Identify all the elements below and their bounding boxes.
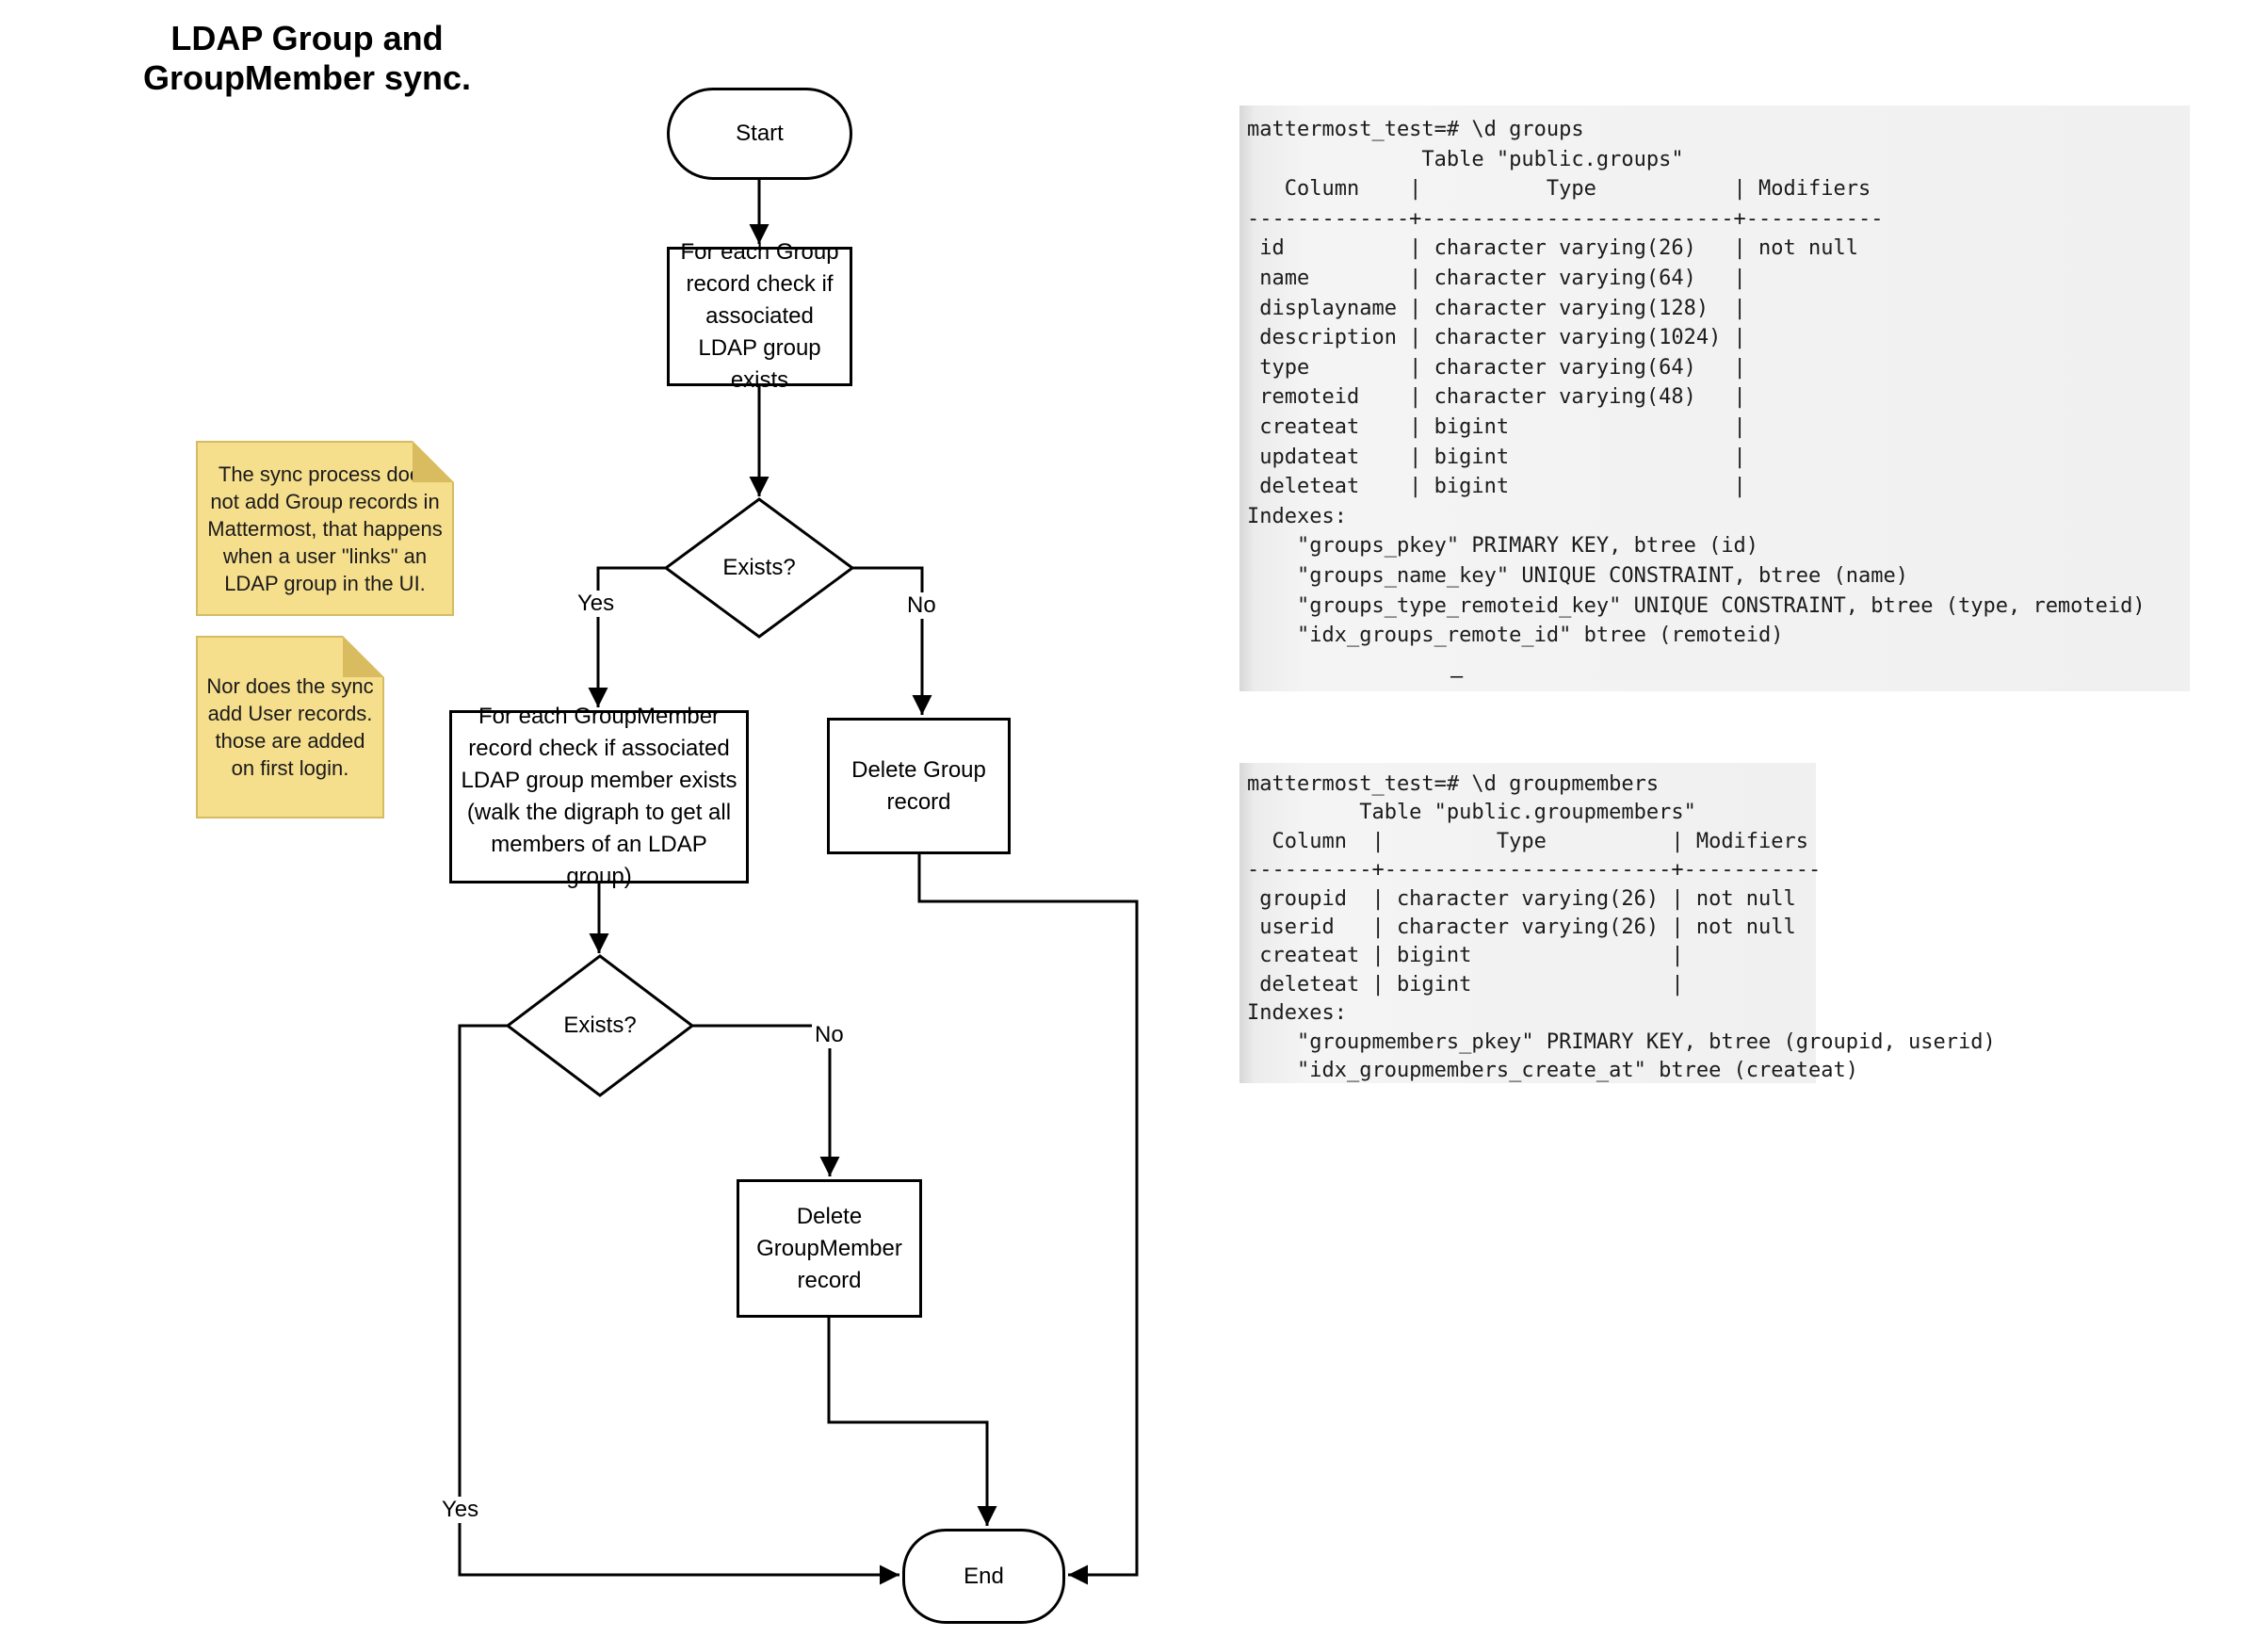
sticky-note-text: Nor does the sync add User records. thos… <box>206 674 374 780</box>
stray-dash-mark: – <box>1450 665 1464 689</box>
edge-label-yes1: Yes <box>575 591 618 617</box>
end-node: End <box>902 1529 1065 1624</box>
edge-exists2-no-to-delete-groupmember <box>692 1024 840 1176</box>
psql-groupmembers-table-output: mattermost_test=# \d groupmembers Table … <box>1239 763 1996 1083</box>
process-check-group-node: For each Group record check if associate… <box>667 239 852 393</box>
process-check-groupmember-node: For each GroupMember record check if ass… <box>449 704 749 889</box>
sticky-note-user-sync: Nor does the sync add User records. thos… <box>196 636 384 818</box>
edge-delete-groupmember-to-end <box>827 1318 997 1526</box>
sticky-note-group-sync: The sync process does not add Group reco… <box>196 441 454 616</box>
decision1-diamond <box>663 497 855 639</box>
edge-label-yes2: Yes <box>439 1497 482 1523</box>
edge-label-no1: No <box>904 592 939 619</box>
edge-label-no2: No <box>812 1022 847 1048</box>
sticky-note-text: The sync process does not add Group reco… <box>207 462 443 595</box>
folded-corner-icon <box>413 441 454 482</box>
decision2-diamond <box>505 954 695 1097</box>
delete-group-node: Delete Group record <box>827 718 1011 854</box>
start-node: Start <box>667 88 852 180</box>
edge-exists1-no-to-delete-group <box>852 566 932 715</box>
psql-groups-table-output: mattermost_test=# \d groups Table "publi… <box>1239 105 2190 691</box>
folded-corner-icon <box>343 636 384 677</box>
edge-delete-group-to-end <box>917 853 1139 1585</box>
edge-exists1-yes-to-check-groupmember <box>588 566 668 707</box>
delete-groupmember-node: Delete GroupMember record <box>737 1179 922 1318</box>
page-title: LDAP Group and GroupMember sync. <box>142 19 472 97</box>
edge-exists2-yes-to-end <box>458 1024 899 1585</box>
decision1-label: Exists? <box>722 555 796 580</box>
decision2-label: Exists? <box>563 1013 637 1038</box>
